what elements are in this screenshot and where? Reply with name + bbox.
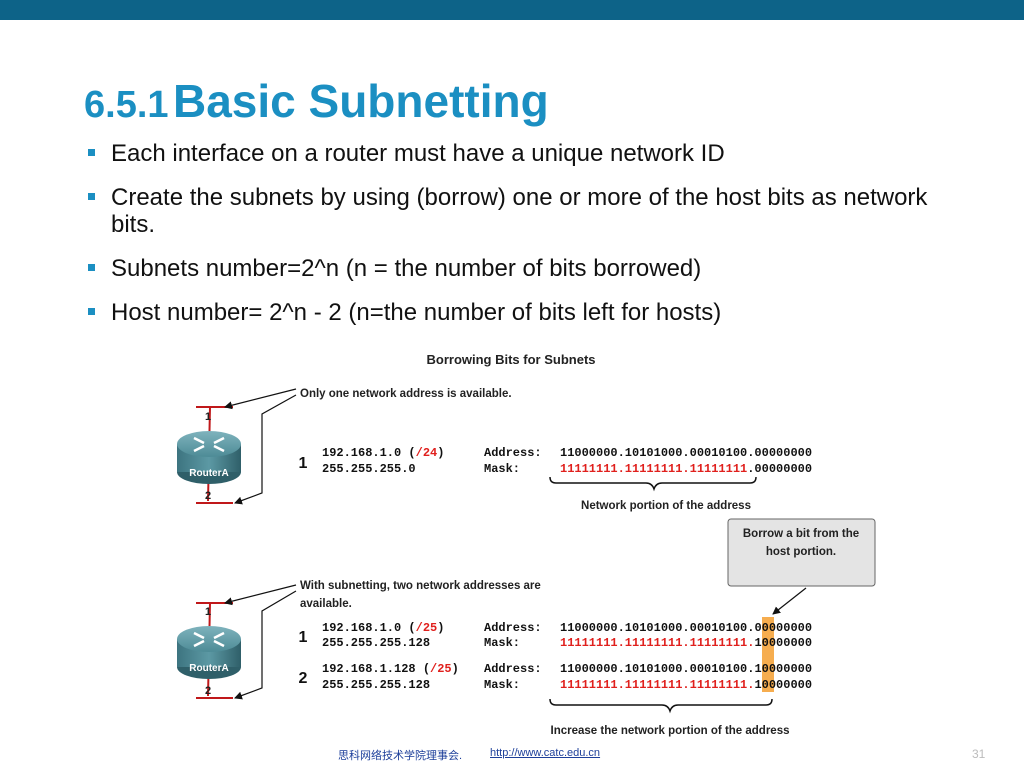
top-subnet-row: 192.168.1.0 (/24) 255.255.255.0 Address:… (322, 446, 812, 476)
address-label: Address: (484, 446, 542, 460)
top-bar (0, 0, 1024, 20)
bullet-item: Each interface on a router must have a u… (88, 140, 968, 167)
address-bits: 11000000.10101000.00010100.00000000 (560, 621, 812, 635)
subnet-2-number: 2 (299, 670, 308, 687)
top-callout: Only one network address is available. (300, 388, 512, 400)
ip-cidr-text: 192.168.1.0 (/24) (322, 446, 444, 460)
borrow-note-line-2: host portion. (766, 546, 836, 558)
router-top: 1 2 RouterA (177, 406, 241, 504)
top-entry-number: 1 (299, 455, 308, 472)
borrow-note: Borrow a bit from the host portion. (727, 518, 876, 587)
router-label: RouterA (189, 663, 228, 674)
footer-link[interactable]: http://www.catc.edu.cn (490, 747, 601, 759)
router-icon (177, 626, 241, 679)
title-text: Basic Subnetting (172, 75, 549, 127)
slide-title: 6.5.1 Basic Subnetting (84, 74, 549, 128)
router-bottom: 1 2 RouterA (177, 602, 241, 699)
borrow-note-line-1: Borrow a bit from the (743, 528, 859, 540)
subnet-2-row: 192.168.1.128 (/25) 255.255.255.128 Addr… (322, 662, 812, 692)
network-brace (549, 476, 757, 492)
mask-bits: 11111111.11111111.11111111.10000000 (560, 678, 812, 692)
mask-label: Mask: (484, 462, 520, 476)
address-bits: 11000000.10101000.00010100.00000000 (560, 446, 812, 460)
mask-text: 255.255.255.0 (322, 462, 416, 476)
mask-text: 255.255.255.128 (322, 678, 430, 692)
bottom-callout-line-1: With subnetting, two network addresses a… (300, 580, 541, 592)
bullet-text: Create the subnets by using (borrow) one… (111, 184, 928, 238)
bullet-square-icon (88, 308, 95, 315)
bullet-list: Each interface on a router must have a u… (88, 140, 968, 343)
address-bits: 11000000.10101000.00010100.10000000 (560, 662, 812, 676)
increase-brace-label: Increase the network portion of the addr… (551, 725, 790, 737)
port-1-label: 1 (205, 606, 211, 618)
ip-cidr-text: 192.168.1.0 (/25) (322, 621, 444, 635)
footer-org: 思科网络技术学院理事会. (338, 750, 463, 762)
ip-cidr-text: 192.168.1.128 (/25) (322, 662, 459, 676)
bullet-item: Host number= 2^n - 2 (n=the number of bi… (88, 299, 968, 326)
bullet-square-icon (88, 193, 95, 200)
mask-label: Mask: (484, 636, 520, 650)
bullet-text: Each interface on a router must have a u… (111, 140, 725, 167)
network-brace-label: Network portion of the address (581, 500, 751, 512)
increase-brace (549, 698, 773, 714)
mask-label: Mask: (484, 678, 520, 692)
bottom-callout-line-2: available. (300, 598, 352, 610)
borrowed-bit-highlight (762, 617, 774, 692)
bullet-item: Subnets number=2^n (n = the number of bi… (88, 255, 968, 282)
bullet-square-icon (88, 264, 95, 271)
mask-bits: 11111111.11111111.11111111.10000000 (560, 636, 812, 650)
mask-text: 255.255.255.128 (322, 636, 430, 650)
router-label: RouterA (189, 468, 228, 479)
port-1-label: 1 (205, 411, 211, 423)
port-2-label: 2 (205, 685, 211, 697)
section-number: 6.5.1 (84, 84, 169, 126)
subnet-1-number: 1 (299, 629, 308, 646)
address-label: Address: (484, 621, 542, 635)
address-label: Address: (484, 662, 542, 676)
router-icon (177, 431, 241, 484)
mask-bits: 11111111.11111111.11111111.00000000 (560, 462, 812, 476)
page-number: 31 (972, 747, 986, 761)
bullet-square-icon (88, 149, 95, 156)
figure-title: Borrowing Bits for Subnets (427, 352, 596, 367)
subnet-1-row: 192.168.1.0 (/25) 255.255.255.128 Addres… (322, 621, 812, 650)
bullet-text: Subnets number=2^n (n = the number of bi… (111, 255, 702, 282)
bullet-text: Host number= 2^n - 2 (n=the number of bi… (111, 299, 722, 326)
bullet-item: Create the subnets by using (borrow) one… (88, 184, 968, 238)
port-2-label: 2 (205, 490, 211, 502)
